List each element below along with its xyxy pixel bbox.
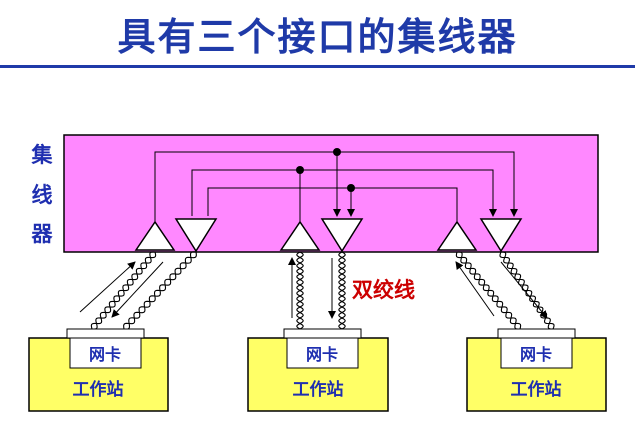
twisted-pair-2-strand-2	[123, 251, 197, 330]
port-3	[436, 218, 523, 253]
receiver-1	[174, 218, 218, 253]
nic-connector	[497, 328, 576, 339]
station-2: 网卡 工作站	[247, 328, 389, 412]
station-1: 网卡 工作站	[28, 328, 169, 412]
twisted-pair-6-strand-2	[500, 251, 554, 330]
arrow-up-3	[455, 261, 495, 317]
twisted-pair-5-strand-2	[456, 251, 521, 330]
port-2	[279, 218, 364, 253]
junction-dots	[296, 148, 355, 192]
twisted-pair-4-strand-2	[338, 251, 346, 330]
hub-label-char-2: 线	[32, 183, 53, 207]
receiver-2	[320, 218, 364, 253]
nic-box	[500, 337, 573, 369]
transmitter-1	[134, 220, 176, 251]
arrow-down-3	[500, 261, 548, 319]
arrow-down-1	[111, 261, 164, 318]
station-label: 工作站	[293, 379, 344, 400]
twisted-pair-1-strand-2	[90, 251, 157, 330]
twisted-pair-3-strand-2	[296, 251, 304, 330]
port-1	[134, 218, 218, 253]
nic-connector	[66, 328, 145, 339]
nic-label: 网卡	[306, 345, 338, 364]
nic-box	[286, 337, 359, 369]
arrow-up-1	[79, 261, 136, 313]
page-title: 具有三个接口的集线器	[117, 15, 518, 59]
nic-label: 网卡	[89, 345, 121, 364]
hub-label-char-3: 器	[31, 222, 54, 246]
station-label: 工作站	[73, 379, 124, 400]
signal-arrows	[79, 257, 548, 319]
receiver-3	[479, 218, 523, 253]
title-divider	[0, 65, 635, 68]
nic-box	[69, 337, 142, 369]
cable-label: 双绞线	[352, 278, 415, 302]
twisted-pair-cables	[90, 251, 555, 330]
hub-internal-wiring	[154, 151, 518, 222]
nic-connector	[283, 328, 362, 339]
nic-label: 网卡	[520, 345, 552, 364]
transmitter-3	[436, 220, 478, 251]
transmitter-2	[279, 220, 321, 251]
station-3: 网卡 工作站	[466, 328, 607, 412]
hub-label-char-1: 集	[31, 143, 54, 167]
station-label: 工作站	[511, 379, 562, 400]
